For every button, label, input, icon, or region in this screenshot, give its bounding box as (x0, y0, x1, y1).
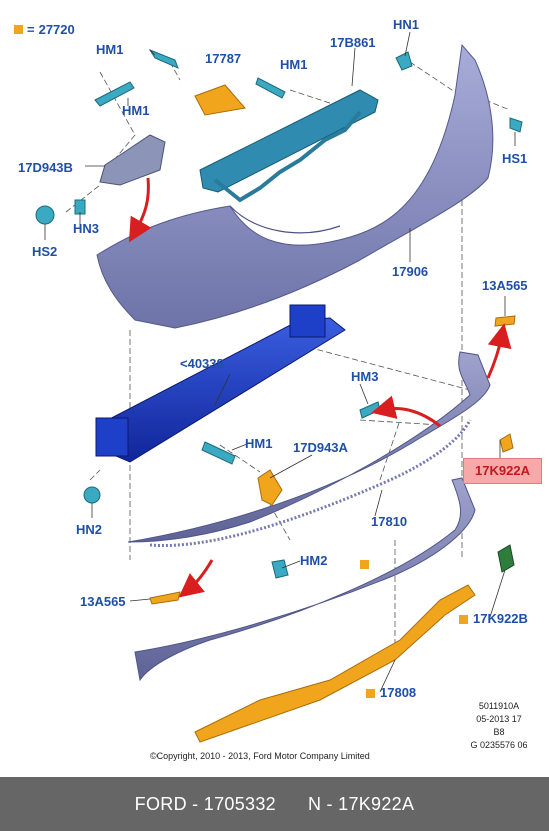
label-40338: <40338 (180, 356, 224, 371)
label-17787: 17787 (205, 51, 242, 66)
upper-fasteners (35, 48, 523, 225)
exploded-parts-diagram (35, 31, 523, 743)
drawing-ref-line4: G 0235576 06 (470, 740, 528, 750)
alignment-lines (65, 61, 511, 650)
footer-bar: FORD - 1705332 N - 17K922A (0, 777, 549, 831)
footer-part-number: FORD - 1705332 (134, 793, 276, 814)
label-17k922b-group: 17K922B (459, 612, 528, 626)
label-hm1-b: HM1 (122, 103, 150, 118)
label-17k922b-swatch (459, 614, 468, 624)
assembly-arrows (128, 177, 512, 598)
drawing-reference: 5011910A 05-2013 17 B8 G 0235576 06 (462, 700, 536, 752)
label-17808: 17808 (380, 685, 417, 700)
mounting-bracket-17b861 (199, 89, 379, 203)
legend: = 27720 (14, 22, 75, 37)
drawing-ref-line3: B8 (493, 727, 505, 737)
label-hm2: HM2 (300, 553, 328, 568)
bumper-cover-upper (96, 43, 494, 329)
label-hn3: HN3 (73, 221, 100, 236)
label-17906: 17906 (392, 264, 429, 279)
footer-reference: N - 17K922A (307, 793, 415, 814)
impact-beam-40338 (95, 304, 346, 463)
label-hs2: HS2 (32, 244, 58, 259)
orange-trim-17808 (194, 584, 476, 743)
label-17b861: 17B861 (330, 35, 376, 50)
label-17810: 17810 (371, 514, 408, 529)
lower-fasteners (83, 315, 516, 605)
label-17d943a: 17D943A (293, 440, 348, 455)
drawing-ref-line1: 5011910A (478, 701, 520, 711)
label-hm1-a: HM1 (96, 42, 124, 57)
legend-swatch (14, 25, 23, 34)
label-13a565-left: 13A565 (80, 594, 126, 609)
label-hn2: HN2 (76, 522, 103, 537)
leader-lines (44, 31, 516, 693)
lower-valance-17810 (127, 351, 491, 543)
label-17808-swatch (366, 688, 375, 698)
label-hm1-c: HM1 (280, 57, 308, 72)
lower-cover (134, 477, 476, 682)
label-17808-group: 17808 (366, 686, 416, 700)
highlighted-part-label: 17K922A (463, 458, 542, 484)
label-13a565-right: 13A565 (482, 278, 528, 293)
label-hs1: HS1 (502, 151, 528, 166)
label-hm3: HM3 (351, 369, 379, 384)
label-hn1: HN1 (393, 17, 420, 32)
legend-value: 27720 (38, 22, 75, 37)
label-hm1-d: HM1 (245, 436, 273, 451)
label-17k922b: 17K922B (473, 611, 528, 626)
legend-equals: = (27, 22, 35, 37)
label-17d943b: 17D943B (18, 160, 73, 175)
copyright-text: ©Copyright, 2010 - 2013, Ford Motor Comp… (150, 751, 370, 761)
drawing-ref-line2: 05-2013 17 (476, 714, 522, 724)
